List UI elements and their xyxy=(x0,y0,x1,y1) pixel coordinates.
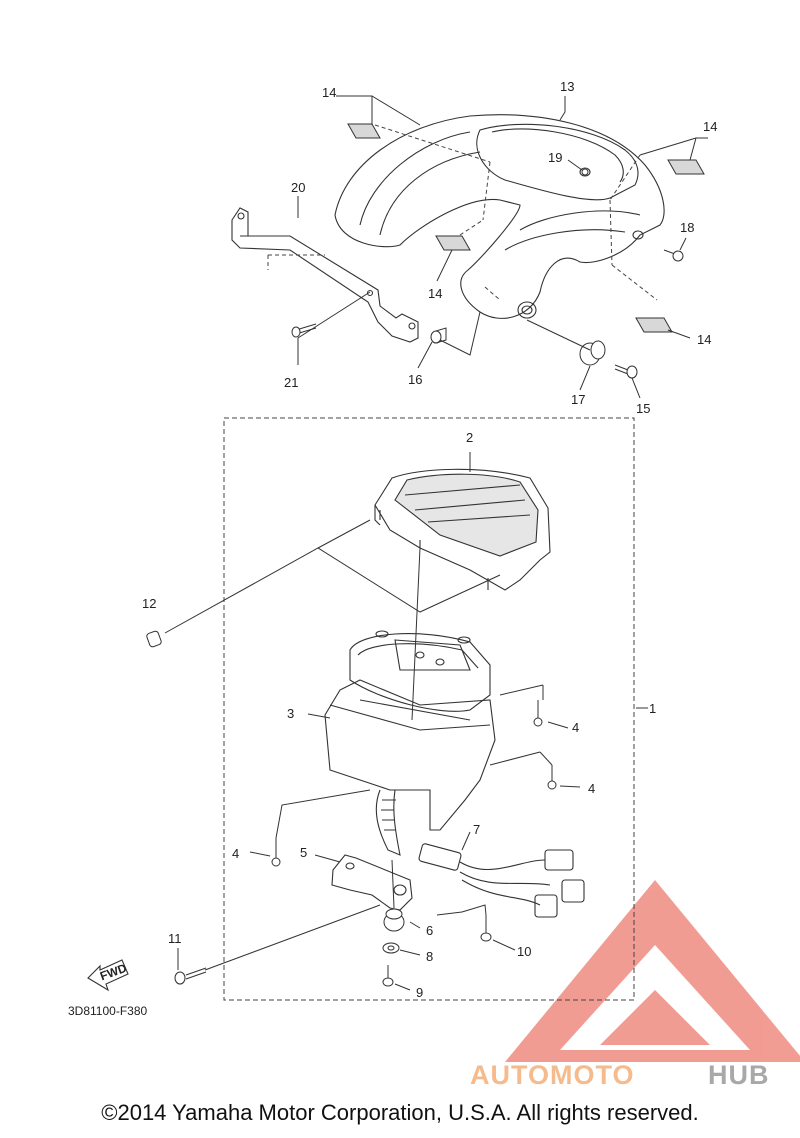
callout-labels: 13 14 14 14 14 19 18 20 21 16 17 15 2 1 … xyxy=(142,79,717,1000)
parts-diagram: FWD 13 14 14 14 14 19 18 20 21 16 17 15 … xyxy=(68,79,800,1090)
callout-4: 4 xyxy=(232,846,239,861)
callout-15: 15 xyxy=(636,401,650,416)
callout-20: 20 xyxy=(291,180,305,195)
callout-14: 14 xyxy=(697,332,711,347)
automotohub-logo xyxy=(505,880,800,1062)
meter-body xyxy=(324,630,496,856)
callout-6: 6 xyxy=(426,923,433,938)
callout-16: 16 xyxy=(408,372,422,387)
callout-1: 1 xyxy=(649,701,656,716)
visor-bracket xyxy=(231,207,419,343)
callout-9: 9 xyxy=(416,985,423,1000)
callout-14: 14 xyxy=(703,119,717,134)
callout-17: 17 xyxy=(571,392,585,407)
bracket-dashed-lines xyxy=(267,254,325,270)
callout-10: 10 xyxy=(517,944,531,959)
callout-14: 14 xyxy=(322,85,336,100)
watermark-part2: HUB xyxy=(708,1060,770,1090)
callout-19: 19 xyxy=(548,150,562,165)
watermark-part1: AUTOMOTO xyxy=(470,1060,635,1090)
callout-7: 7 xyxy=(473,822,480,837)
leader-lines-lower xyxy=(164,452,648,991)
rubber-pad-parts xyxy=(347,123,705,333)
assembly-boundary xyxy=(223,417,635,1001)
callout-5: 5 xyxy=(300,845,307,860)
leader-lines-top xyxy=(297,95,708,399)
automotohub-watermark: AUTOMOTO HUB xyxy=(470,1060,770,1090)
top-hardware xyxy=(291,168,684,379)
callout-18: 18 xyxy=(680,220,694,235)
pad-guide-lines xyxy=(374,124,658,301)
copyright-notice: ©2014 Yamaha Motor Corporation, U.S.A. A… xyxy=(101,1100,699,1125)
callout-3: 3 xyxy=(287,706,294,721)
callout-4: 4 xyxy=(588,781,595,796)
callout-21: 21 xyxy=(284,375,298,390)
callout-4: 4 xyxy=(572,720,579,735)
callout-13: 13 xyxy=(560,79,574,94)
diagram-code: 3D81100-F380 xyxy=(68,1004,147,1018)
callout-8: 8 xyxy=(426,949,433,964)
callout-2: 2 xyxy=(466,430,473,445)
meter-cover xyxy=(374,468,551,591)
callout-11: 11 xyxy=(168,931,182,946)
callout-14: 14 xyxy=(428,286,442,301)
forward-arrow-icon: FWD xyxy=(87,959,129,992)
callout-12: 12 xyxy=(142,596,156,611)
meter-visor xyxy=(334,114,665,319)
wire-harness xyxy=(418,843,585,918)
lower-hardware xyxy=(146,630,557,987)
wire-bracket xyxy=(331,854,413,911)
